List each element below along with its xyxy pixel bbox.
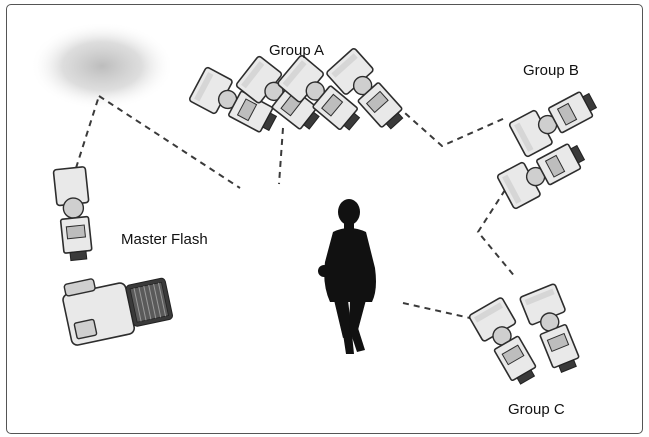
subject-silhouette-icon xyxy=(318,199,376,354)
label-group-a: Group A xyxy=(269,42,324,59)
group-b-flashes xyxy=(495,83,603,211)
path-subject-to-c xyxy=(402,302,471,319)
signal-paths xyxy=(75,95,517,319)
label-master-flash: Master Flash xyxy=(121,231,208,248)
group-c-flashes xyxy=(467,282,588,391)
soft-light-glow-icon xyxy=(30,22,174,110)
speedlite-icon xyxy=(507,83,603,159)
path-group-a-to-b xyxy=(396,105,506,148)
path-group-a-down xyxy=(278,127,284,185)
master-flash-camera-icon xyxy=(52,166,173,346)
label-group-b: Group B xyxy=(523,62,579,79)
group-a-flashes xyxy=(187,46,412,141)
path-glow-to-subject xyxy=(98,95,241,189)
label-group-c: Group C xyxy=(508,401,565,418)
path-master-to-glow xyxy=(75,95,100,169)
path-group-b-down xyxy=(476,189,517,279)
